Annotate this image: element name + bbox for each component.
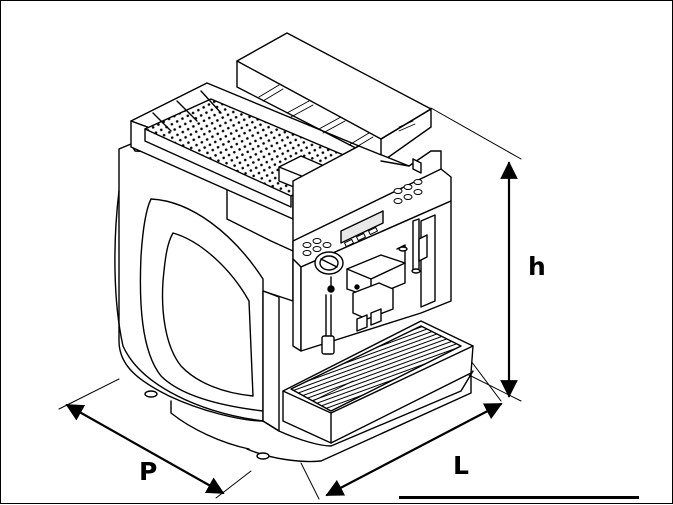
width-dimension-label: L — [453, 451, 469, 480]
selection-buttons — [393, 179, 423, 204]
depth-dimension-label: P — [139, 457, 158, 486]
caption-rule — [399, 496, 639, 499]
machine-body — [114, 143, 474, 463]
steam-knob — [314, 251, 344, 355]
height-dimension-label: h — [528, 252, 546, 281]
top-hopper — [130, 32, 442, 252]
drip-tray — [282, 320, 474, 444]
display-screen — [340, 210, 384, 244]
brand-logo-mark — [398, 120, 416, 132]
coffee-dispenser — [346, 244, 408, 332]
front-chassis — [292, 200, 452, 355]
